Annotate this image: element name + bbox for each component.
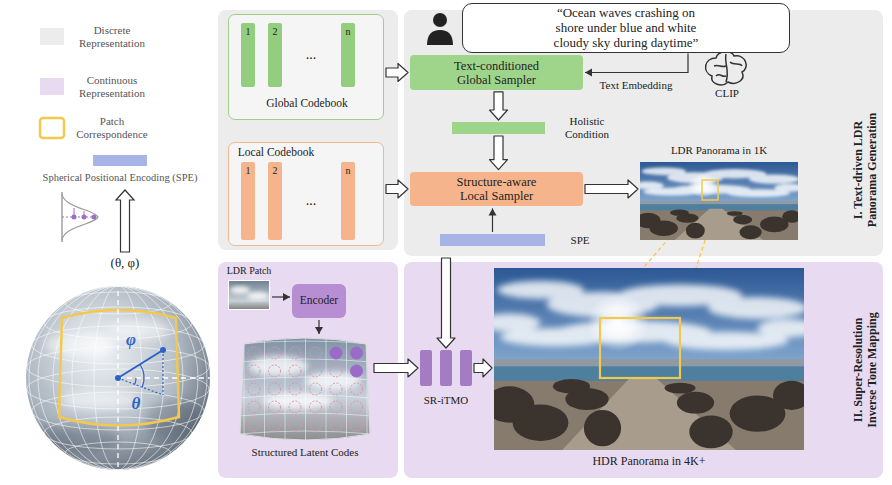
condition-bar: Holistic Condition [452,122,545,134]
hollow-arrow [374,359,418,377]
node-label: I. Text-driven LDR Panorama Generation [852,104,880,236]
node-label: SR-iTMO [424,394,469,407]
legend-label: Patch Correspondence [70,115,154,140]
latent-grid-picture [238,336,372,440]
panorama-image: HDR Panorama in 4K+ [494,268,804,450]
node-label: 2 [273,165,278,177]
arrow-head [315,327,323,334]
encoder-box: Encoder [292,284,346,318]
stage-panel: II. Super-Resolution Inverse Tone Mappin… [404,262,883,478]
encoding-bar: SPE [440,234,545,246]
patch-picture [228,280,270,310]
node-label: n [346,26,351,38]
arrow-line [272,293,290,301]
legend-swatch [40,28,64,45]
panel-backgrounds [218,10,883,478]
panorama-picture [640,162,798,240]
sampler-box: Text-conditioned Global Sampler [410,55,583,90]
legend-swatch [93,155,147,166]
legend-label: Continuous Representation [70,74,154,99]
annotation-label: CLIP [715,87,739,100]
node-label: Encoder [300,294,338,307]
code-bar: 1 [241,23,255,87]
node-label: ... [306,47,317,63]
node-label: ... [306,193,317,209]
node-label: II. Super-Resolution Inverse Tone Mappin… [852,304,880,436]
sphere [20,282,212,472]
user-icon [427,13,453,45]
codebook-box: ... Global Codebook 1 2 n [228,14,384,120]
code-bar: n [341,162,355,240]
node-label: LDR Panorama in 1K [671,144,767,157]
node-label: Structure-aware Local Sampler [453,175,540,204]
hollow-arrow [386,180,408,198]
hollow-arrow [490,136,508,170]
code-bar: 2 [268,23,282,87]
stage-panel: I. Text-driven LDR Panorama Generation“O… [404,10,883,256]
arrow-head [585,69,592,77]
arrow-line [315,320,323,334]
node-label: HDR Panorama in 4K+ [592,455,705,469]
legend-patch-square [40,118,64,138]
node-label: SPE [571,234,590,247]
arrow-shaft [585,53,688,72]
gaussian-icon [62,192,98,242]
arrow-head [283,293,290,301]
node-label: Structured Latent Codes [252,446,359,459]
node-label: Text-conditioned Global Sampler [453,58,540,87]
hollow-arrow [474,359,492,377]
node-label: 1 [246,26,251,38]
network-block: SR-iTMO [420,350,472,386]
hollow-arrow [585,180,638,198]
node-label: Global Codebook [266,97,347,110]
node-label: LDR Patch [227,265,272,277]
code-bar: 1 [241,162,255,240]
hollow-arrow [386,64,408,82]
network-bars [420,350,472,386]
arrow-line [489,208,497,232]
panorama-picture [494,268,804,450]
node-label: Local Codebook [238,146,314,159]
latent-grid: Structured Latent Codes [238,336,372,440]
node-label: “Ocean waves crashing on shore under blu… [545,6,708,51]
legend-swatch [40,78,64,95]
codebook-box: Local Codebook... 1 2 n [228,142,384,246]
legend-label: Spherical Positional Encoding (SPE) [43,172,198,184]
code-bar: 2 [268,162,282,240]
speech-bubble: “Ocean waves crashing on shore under blu… [462,3,790,54]
sampler-box: Structure-aware Local Sampler [410,172,583,207]
hollow-arrow [490,92,508,120]
hollow-arrow [437,258,455,348]
brain-icon [706,52,747,85]
legend-label: Discrete Representation [70,24,154,49]
annotation-label: θ [132,394,141,414]
annotation-label: (θ, φ) [111,256,140,271]
arrow-line [585,53,688,76]
code-bar: n [341,23,355,87]
hollow-arrow [116,190,134,252]
annotation-label: φ [126,330,136,350]
node-label: 1 [246,165,251,177]
panorama-image: LDR Panorama in 1K [640,162,798,240]
edge-label: Text Embedding [600,79,673,92]
node-label: Holistic Condition [565,115,609,140]
node-label: 2 [273,26,278,38]
patch-image: LDR Patch [228,280,270,310]
node-label: n [346,165,351,177]
arrow-head [489,208,497,215]
